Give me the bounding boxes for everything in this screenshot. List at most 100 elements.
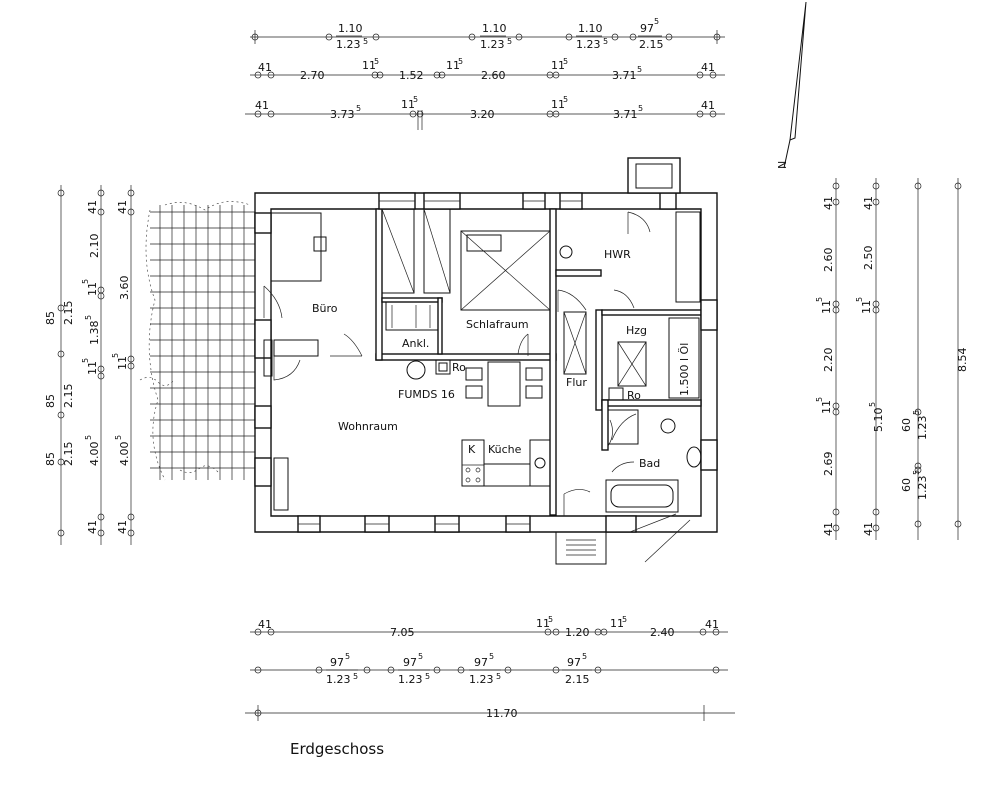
svg-text:97: 97	[567, 656, 581, 669]
svg-text:1.23: 1.23	[398, 673, 423, 686]
svg-text:5: 5	[363, 37, 368, 46]
svg-text:11: 11	[820, 400, 833, 414]
svg-text:3.60: 3.60	[118, 276, 131, 301]
svg-text:3.71: 3.71	[613, 108, 638, 121]
svg-text:41: 41	[705, 618, 719, 631]
svg-text:41: 41	[822, 196, 835, 210]
svg-text:60: 60	[900, 418, 913, 432]
stove-label: FUMDS 16	[398, 388, 455, 401]
svg-text:1.23: 1.23	[326, 673, 351, 686]
svg-text:2.70: 2.70	[300, 69, 325, 82]
oil-tank-label: 1.500 l Öl	[678, 343, 691, 396]
svg-text:5: 5	[81, 358, 90, 363]
svg-text:1.38: 1.38	[88, 321, 101, 346]
bottom-dimension-chains: 41 7.05 11 5 1.20 11 5 2.40 41 97 5 1.23…	[245, 615, 735, 721]
top-dim-4b: 2.15	[639, 38, 664, 51]
svg-text:11: 11	[551, 98, 565, 111]
svg-text:5: 5	[868, 402, 877, 407]
svg-text:2.40: 2.40	[650, 626, 675, 639]
svg-text:97: 97	[403, 656, 417, 669]
svg-text:11: 11	[86, 361, 99, 375]
svg-text:41: 41	[701, 99, 715, 112]
svg-text:7.05: 7.05	[390, 626, 415, 639]
svg-text:5: 5	[413, 95, 418, 104]
svg-text:60: 60	[900, 478, 913, 492]
svg-text:3.73: 3.73	[330, 108, 355, 121]
right-dimension-chains: 41 2.60 11 5 2.20 11 5 2.69 41 41 2.50 1…	[815, 178, 969, 540]
svg-text:1.23: 1.23	[469, 673, 494, 686]
svg-text:11: 11	[536, 617, 550, 630]
svg-text:5: 5	[563, 57, 568, 66]
room-label-hzg: Hzg	[626, 324, 647, 337]
svg-text:5: 5	[582, 652, 587, 661]
svg-text:3.20: 3.20	[470, 108, 495, 121]
svg-text:5: 5	[345, 652, 350, 661]
svg-text:85: 85	[44, 452, 57, 466]
north-arrow-icon: N	[776, 1, 807, 169]
room-label-ankl: Ankl.	[402, 337, 429, 350]
svg-text:5: 5	[418, 652, 423, 661]
svg-text:5: 5	[912, 470, 921, 475]
top-dim-1a: 1.10	[338, 22, 363, 35]
svg-text:5: 5	[912, 410, 921, 415]
svg-text:2.15: 2.15	[62, 442, 75, 467]
svg-text:11: 11	[610, 617, 624, 630]
top-dim-3b: 1.23	[576, 38, 601, 51]
svg-text:5: 5	[622, 615, 627, 624]
svg-text:2.20: 2.20	[822, 348, 835, 373]
svg-text:41: 41	[255, 99, 269, 112]
top-dim-4a: 97	[640, 22, 654, 35]
top-dim-3a: 1.10	[578, 22, 603, 35]
svg-text:5: 5	[603, 37, 608, 46]
north-label: N	[776, 161, 789, 169]
top-dim-2b: 1.23	[480, 38, 505, 51]
svg-text:2.15: 2.15	[62, 384, 75, 409]
svg-text:2.15: 2.15	[565, 673, 590, 686]
svg-text:2.60: 2.60	[481, 69, 506, 82]
room-label-ro-bad: Ro	[627, 389, 641, 402]
svg-text:11: 11	[362, 59, 376, 72]
svg-text:11: 11	[551, 59, 565, 72]
room-label-kueche: Küche	[488, 443, 522, 456]
floor-title: Erdgeschoss	[290, 740, 384, 758]
svg-text:41: 41	[822, 522, 835, 536]
terrace-grid	[139, 201, 255, 481]
total-width: 11.70	[486, 707, 518, 720]
kitchen-k-label: K	[468, 443, 476, 456]
room-label-flur: Flur	[566, 376, 587, 389]
svg-text:5: 5	[638, 104, 643, 113]
svg-text:1.52: 1.52	[399, 69, 424, 82]
left-dimension-chains: 85 2.15 85 2.15 85 2.15 41 2.10 11 5 1.3…	[44, 185, 135, 545]
svg-text:5: 5	[815, 397, 824, 402]
svg-text:41: 41	[862, 522, 875, 536]
svg-text:5: 5	[84, 435, 93, 440]
svg-text:4.00: 4.00	[118, 442, 131, 467]
svg-text:5: 5	[374, 57, 379, 66]
svg-text:3.71: 3.71	[612, 69, 637, 82]
svg-text:11: 11	[86, 282, 99, 296]
svg-text:1.23: 1.23	[916, 416, 929, 441]
svg-text:5: 5	[489, 652, 494, 661]
svg-text:5: 5	[458, 57, 463, 66]
svg-text:5: 5	[81, 279, 90, 284]
svg-text:41: 41	[258, 618, 272, 631]
svg-text:41: 41	[862, 196, 875, 210]
room-label-bad: Bad	[639, 457, 660, 470]
svg-text:5: 5	[114, 435, 123, 440]
top-dimension-chains: 1.10 1.23 5 1.10 1.23 5 1.10 1.23 5 97 5…	[245, 17, 725, 130]
svg-text:5: 5	[563, 95, 568, 104]
svg-text:2.69: 2.69	[822, 452, 835, 477]
svg-text:97: 97	[474, 656, 488, 669]
door-swings	[263, 211, 691, 563]
svg-text:1.20: 1.20	[565, 626, 590, 639]
svg-text:5: 5	[425, 672, 430, 681]
svg-text:2.50: 2.50	[862, 246, 875, 271]
svg-text:41: 41	[86, 520, 99, 534]
svg-text:41: 41	[701, 61, 715, 74]
svg-text:11: 11	[860, 300, 873, 314]
svg-text:2.10: 2.10	[88, 234, 101, 259]
room-label-schlafraum: Schlafraum	[466, 318, 529, 331]
svg-text:41: 41	[116, 520, 129, 534]
svg-text:5: 5	[111, 353, 120, 358]
